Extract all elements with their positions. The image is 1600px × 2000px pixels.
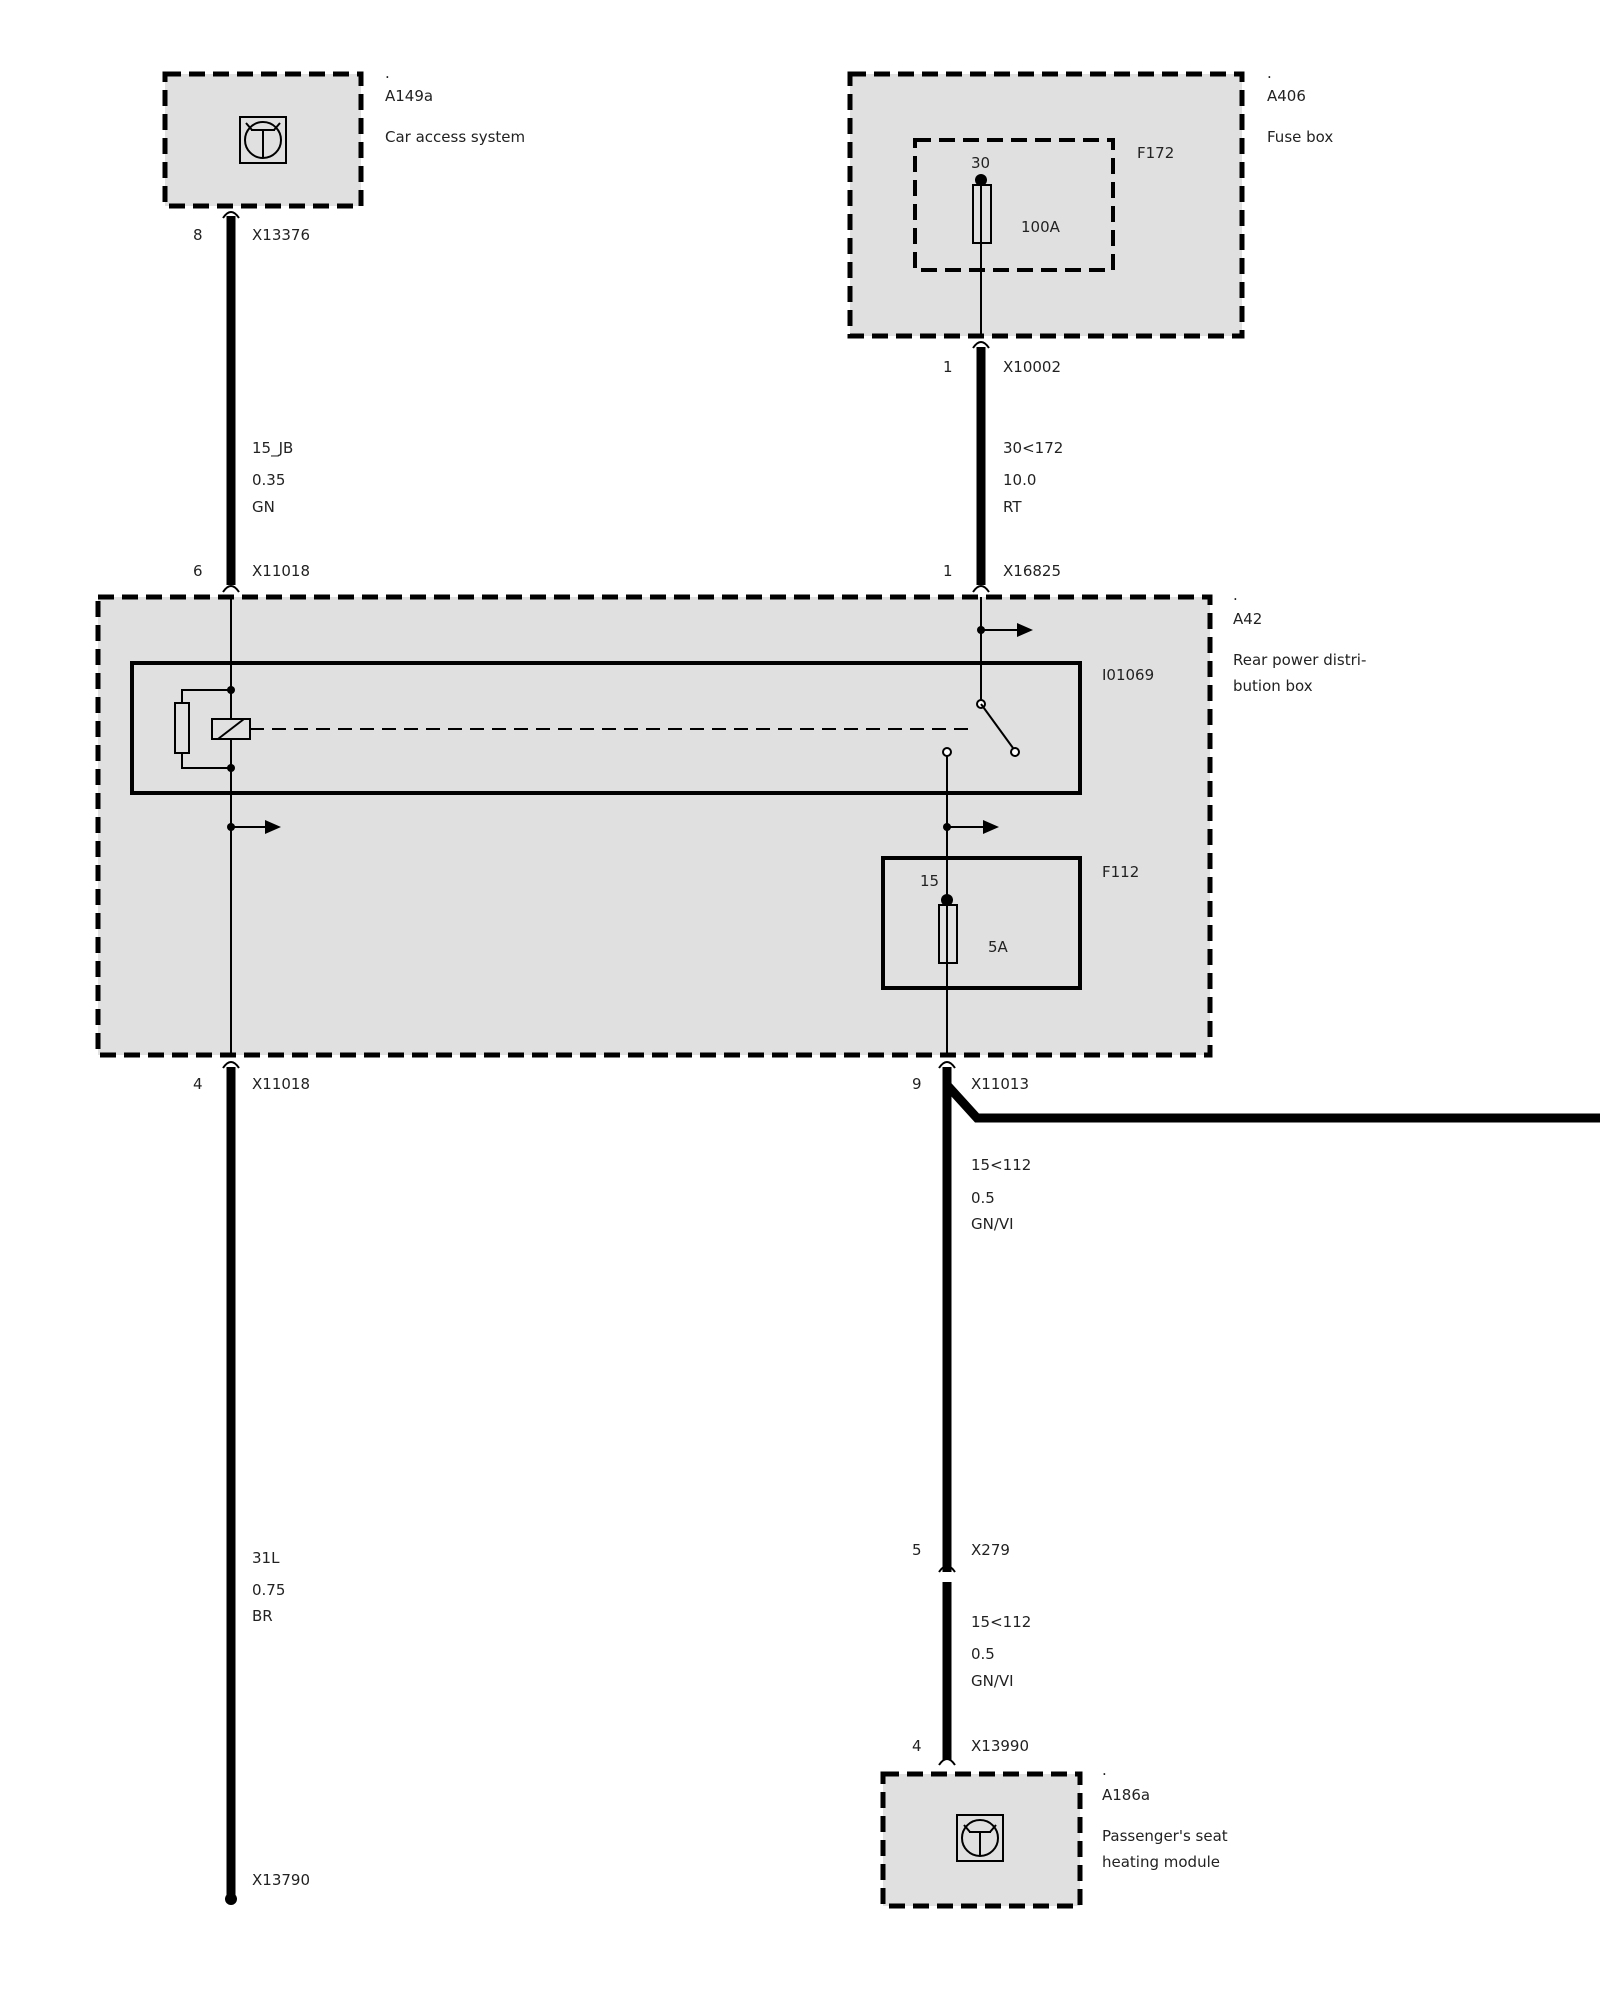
fuse-rating: 5A: [988, 938, 1009, 956]
fuse-f172-box: [913, 138, 1115, 272]
connector-pin: 1: [943, 358, 953, 376]
component-id: A406: [1267, 87, 1306, 105]
fuse-f112-symbol: [938, 894, 958, 964]
fuse-id: F172: [1137, 144, 1174, 162]
connector-id: X13790: [252, 1871, 310, 1889]
wire-signal: 30<172: [1003, 439, 1063, 457]
connector-id: X16825: [1003, 562, 1061, 580]
rear-power-distribution-box: [95, 594, 1213, 1058]
component-id: A149a: [385, 87, 433, 105]
fuse-id: F112: [1102, 863, 1139, 881]
control-unit-icon: [956, 1814, 1004, 1862]
fuse-pin: 30: [971, 154, 990, 172]
wire-signal: 15<112: [971, 1156, 1031, 1174]
component-dot: .: [1102, 1761, 1107, 1779]
junction-arrow: [227, 623, 1033, 834]
connector-id: X11018: [252, 562, 310, 580]
relay-switch-symbol: [942, 626, 1020, 757]
component-name: Passenger's seat: [1102, 1827, 1228, 1845]
seat-heating-module-box: [880, 1771, 1083, 1909]
component-name: heating module: [1102, 1853, 1220, 1871]
component-name: Rear power distri-: [1233, 651, 1366, 669]
connector-id: X13990: [971, 1737, 1029, 1755]
connector-id: X11018: [252, 1075, 310, 1093]
fuse-box: [847, 71, 1245, 339]
fuse-f172-symbol: [972, 174, 992, 244]
wire-gauge: 0.5: [971, 1189, 995, 1207]
connector-pin: 4: [193, 1075, 203, 1093]
wire-branch-right: [943, 1081, 1600, 1123]
connector-id: X11013: [971, 1075, 1029, 1093]
component-name: Car access system: [385, 128, 525, 146]
wire-gauge: 0.75: [252, 1581, 285, 1599]
wire-color: BR: [252, 1607, 273, 1625]
fuse-f112-box: [881, 856, 1082, 990]
component-name: bution box: [1233, 677, 1313, 695]
relay-coil-symbol: [174, 686, 974, 772]
wire-color: GN/VI: [971, 1215, 1014, 1233]
relay-id: I01069: [1102, 666, 1154, 684]
connector-pin: 9: [912, 1075, 922, 1093]
wire-signal: 15_JB: [252, 439, 293, 458]
connector-pin: 5: [912, 1541, 922, 1559]
relay-i01069-box: [130, 661, 1082, 795]
component-name: Fuse box: [1267, 128, 1333, 146]
wire-color: GN/VI: [971, 1672, 1014, 1690]
component-dot: .: [1233, 586, 1238, 604]
wire-signal: 15<112: [971, 1613, 1031, 1631]
connector-pin: 8: [193, 226, 203, 244]
ground-terminal: [225, 1893, 237, 1905]
connector-id: X279: [971, 1541, 1010, 1559]
component-id: A42: [1233, 610, 1262, 628]
connector-id: X13376: [252, 226, 310, 244]
wire-gauge: 10.0: [1003, 471, 1036, 489]
connector-pin: 1: [943, 562, 953, 580]
connector-clip: [222, 211, 990, 1766]
fuse-pin: 15: [920, 872, 939, 890]
fuse-rating: 100A: [1021, 218, 1061, 236]
connector-pin: 6: [193, 562, 203, 580]
component-id: A186a: [1102, 1786, 1150, 1804]
connector-pin: 4: [912, 1737, 922, 1755]
control-unit-icon: [239, 116, 287, 164]
wire-gauge: 0.35: [252, 471, 285, 489]
wire-signal: 31L: [252, 1549, 280, 1567]
component-dot: .: [1267, 64, 1272, 82]
component-dot: .: [385, 64, 390, 82]
wire-color: RT: [1003, 498, 1022, 516]
wire-color: GN: [252, 498, 275, 516]
connector-id: X10002: [1003, 358, 1061, 376]
wire-gauge: 0.5: [971, 1645, 995, 1663]
